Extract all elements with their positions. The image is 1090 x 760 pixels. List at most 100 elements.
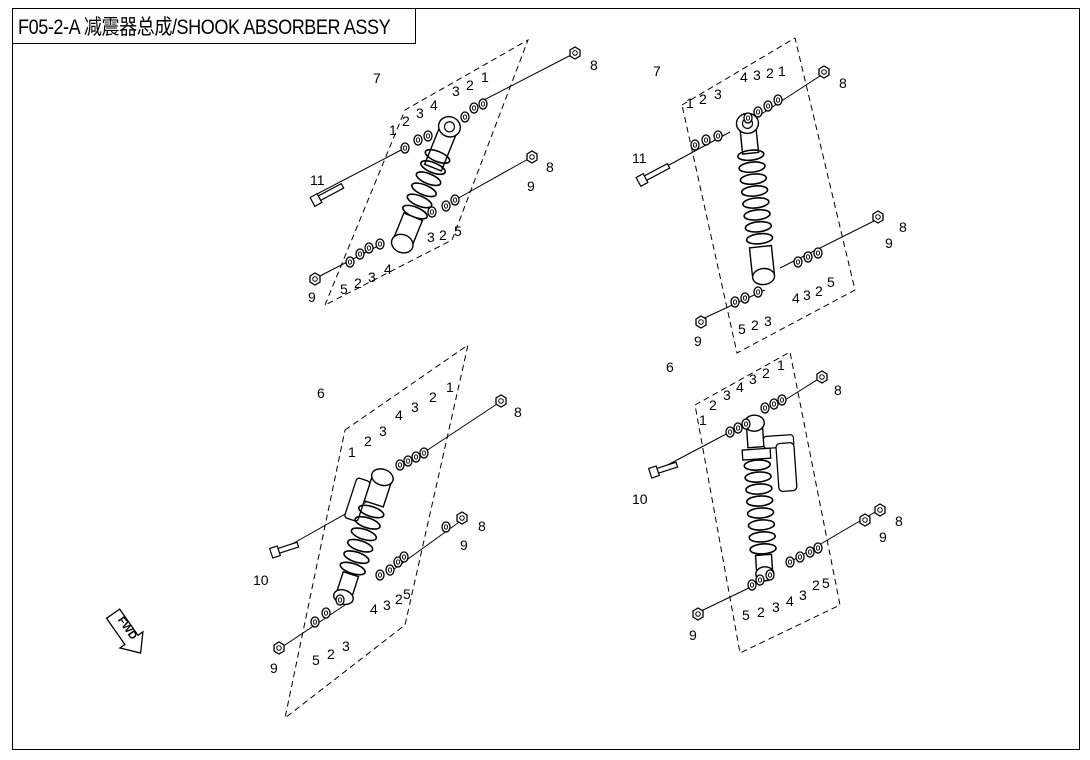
callout-label: 2 xyxy=(429,389,437,405)
callouts-bottom-right: 6 1 2 3 4 3 2 1 8 10 8 9 9 5 2 3 4 3 2 5 xyxy=(632,357,903,643)
callout-label: 2 xyxy=(751,317,759,333)
leader-line xyxy=(696,584,756,614)
assembly-bottom-right xyxy=(647,351,886,654)
callout-label: 3 xyxy=(803,287,811,303)
callout-label: 2 xyxy=(327,646,335,662)
callout-label: 2 xyxy=(766,65,774,81)
callout-label: 3 xyxy=(753,67,761,83)
boundary-dashed xyxy=(324,38,529,307)
callout-label: 3 xyxy=(383,597,391,613)
callout-label: 2 xyxy=(757,604,765,620)
callout-label: 4 xyxy=(430,97,438,113)
callout-label: 5 xyxy=(738,321,746,337)
callouts-bottom-left: 6 1 2 3 4 3 2 1 8 10 8 9 9 5 2 3 4 3 2 5 xyxy=(253,379,522,676)
callout-label: 9 xyxy=(270,660,278,676)
callout-label: 3 xyxy=(368,269,376,285)
callout-label: 5 xyxy=(312,652,320,668)
leader-line xyxy=(784,377,821,401)
callout-label: 3 xyxy=(764,313,772,329)
callout-label: 4 xyxy=(740,69,748,85)
shock-absorber-part xyxy=(735,112,776,286)
callout-label: 5 xyxy=(403,586,411,602)
assembly-bottom-left xyxy=(268,343,507,720)
callout-label: 8 xyxy=(839,75,847,91)
callout-label: 5 xyxy=(822,575,830,591)
callout-label: 1 xyxy=(778,63,786,79)
page-title: F05-2-A 减震器总成/SHOOK ABSORBER ASSY xyxy=(18,15,391,39)
callout-label: 1 xyxy=(446,379,454,395)
leader-line xyxy=(419,401,501,456)
callout-label: 1 xyxy=(348,444,356,460)
callout-label: 3 xyxy=(427,229,435,245)
shock-absorber-part xyxy=(741,414,798,582)
callout-label: 2 xyxy=(439,227,447,243)
callout-label: 2 xyxy=(709,397,717,413)
callout-label: 8 xyxy=(899,219,907,235)
callout-label: 3 xyxy=(749,371,757,387)
callout-label: 1 xyxy=(777,357,785,373)
callout-label: 4 xyxy=(736,379,744,395)
callout-label: 7 xyxy=(653,63,661,79)
callout-label: 8 xyxy=(590,57,598,73)
callout-label: 5 xyxy=(742,607,750,623)
callouts-top-left: 7 1 2 3 4 3 2 1 8 11 8 9 9 5 2 3 4 3 2 5 xyxy=(308,57,598,305)
assembly-top-right xyxy=(635,37,884,354)
callout-label: 8 xyxy=(834,382,842,398)
callout-label: 3 xyxy=(379,423,387,439)
callout-label: 2 xyxy=(699,91,707,107)
callout-label: 3 xyxy=(416,105,424,121)
callout-label: 2 xyxy=(762,365,770,381)
callout-label: 3 xyxy=(452,83,460,99)
fwd-arrow-icon: FWD xyxy=(105,608,144,654)
callout-label: 9 xyxy=(460,537,468,553)
callout-label: 4 xyxy=(786,593,794,609)
callout-label: 3 xyxy=(411,399,419,415)
callout-label: 9 xyxy=(527,178,535,194)
callout-label: 4 xyxy=(370,601,378,617)
shock-absorber-part xyxy=(333,468,394,606)
callout-label: 5 xyxy=(340,281,348,297)
callout-label: 6 xyxy=(317,385,325,401)
callout-label: 1 xyxy=(389,122,397,138)
callout-label: 5 xyxy=(454,223,462,239)
callout-label: 2 xyxy=(395,591,403,607)
callout-label: 11 xyxy=(632,150,647,166)
callout-label: 9 xyxy=(694,333,702,349)
callout-label: 5 xyxy=(827,274,835,290)
callout-label: 9 xyxy=(689,627,697,643)
callout-label: 3 xyxy=(799,587,807,603)
bolt-part xyxy=(635,162,671,188)
callout-label: 10 xyxy=(253,572,269,588)
drawing-frame xyxy=(12,8,1080,750)
callout-label: 11 xyxy=(310,172,325,188)
callout-label: 9 xyxy=(879,529,887,545)
callout-label: 8 xyxy=(546,159,554,175)
bolt-part xyxy=(647,461,679,479)
callout-label: 2 xyxy=(364,433,372,449)
callout-label: 2 xyxy=(466,77,474,93)
callout-label: 2 xyxy=(815,283,823,299)
assembly-top-left xyxy=(309,38,581,307)
callout-label: 3 xyxy=(714,86,722,102)
callout-label: 3 xyxy=(723,387,731,403)
leader-line xyxy=(479,52,576,103)
leader-line xyxy=(454,157,531,201)
callout-label: 4 xyxy=(395,407,403,423)
callouts-top-right: 7 1 2 3 4 3 2 1 8 11 8 9 9 5 2 3 4 3 2 5 xyxy=(632,63,907,349)
callout-label: 9 xyxy=(308,289,316,305)
callout-label: 9 xyxy=(885,235,893,251)
boundary-dashed xyxy=(694,351,841,654)
callout-label: 8 xyxy=(895,513,903,529)
callout-label: 10 xyxy=(632,491,648,507)
callout-label: 6 xyxy=(666,359,674,375)
callout-label: 4 xyxy=(792,290,800,306)
callout-label: 3 xyxy=(772,599,780,615)
bolt-part xyxy=(268,541,300,559)
callout-label: 2 xyxy=(812,577,820,593)
boundary-dashed xyxy=(681,37,856,354)
callout-label: 1 xyxy=(686,95,694,111)
callout-label: 4 xyxy=(384,261,392,277)
callout-label: 1 xyxy=(699,412,707,428)
